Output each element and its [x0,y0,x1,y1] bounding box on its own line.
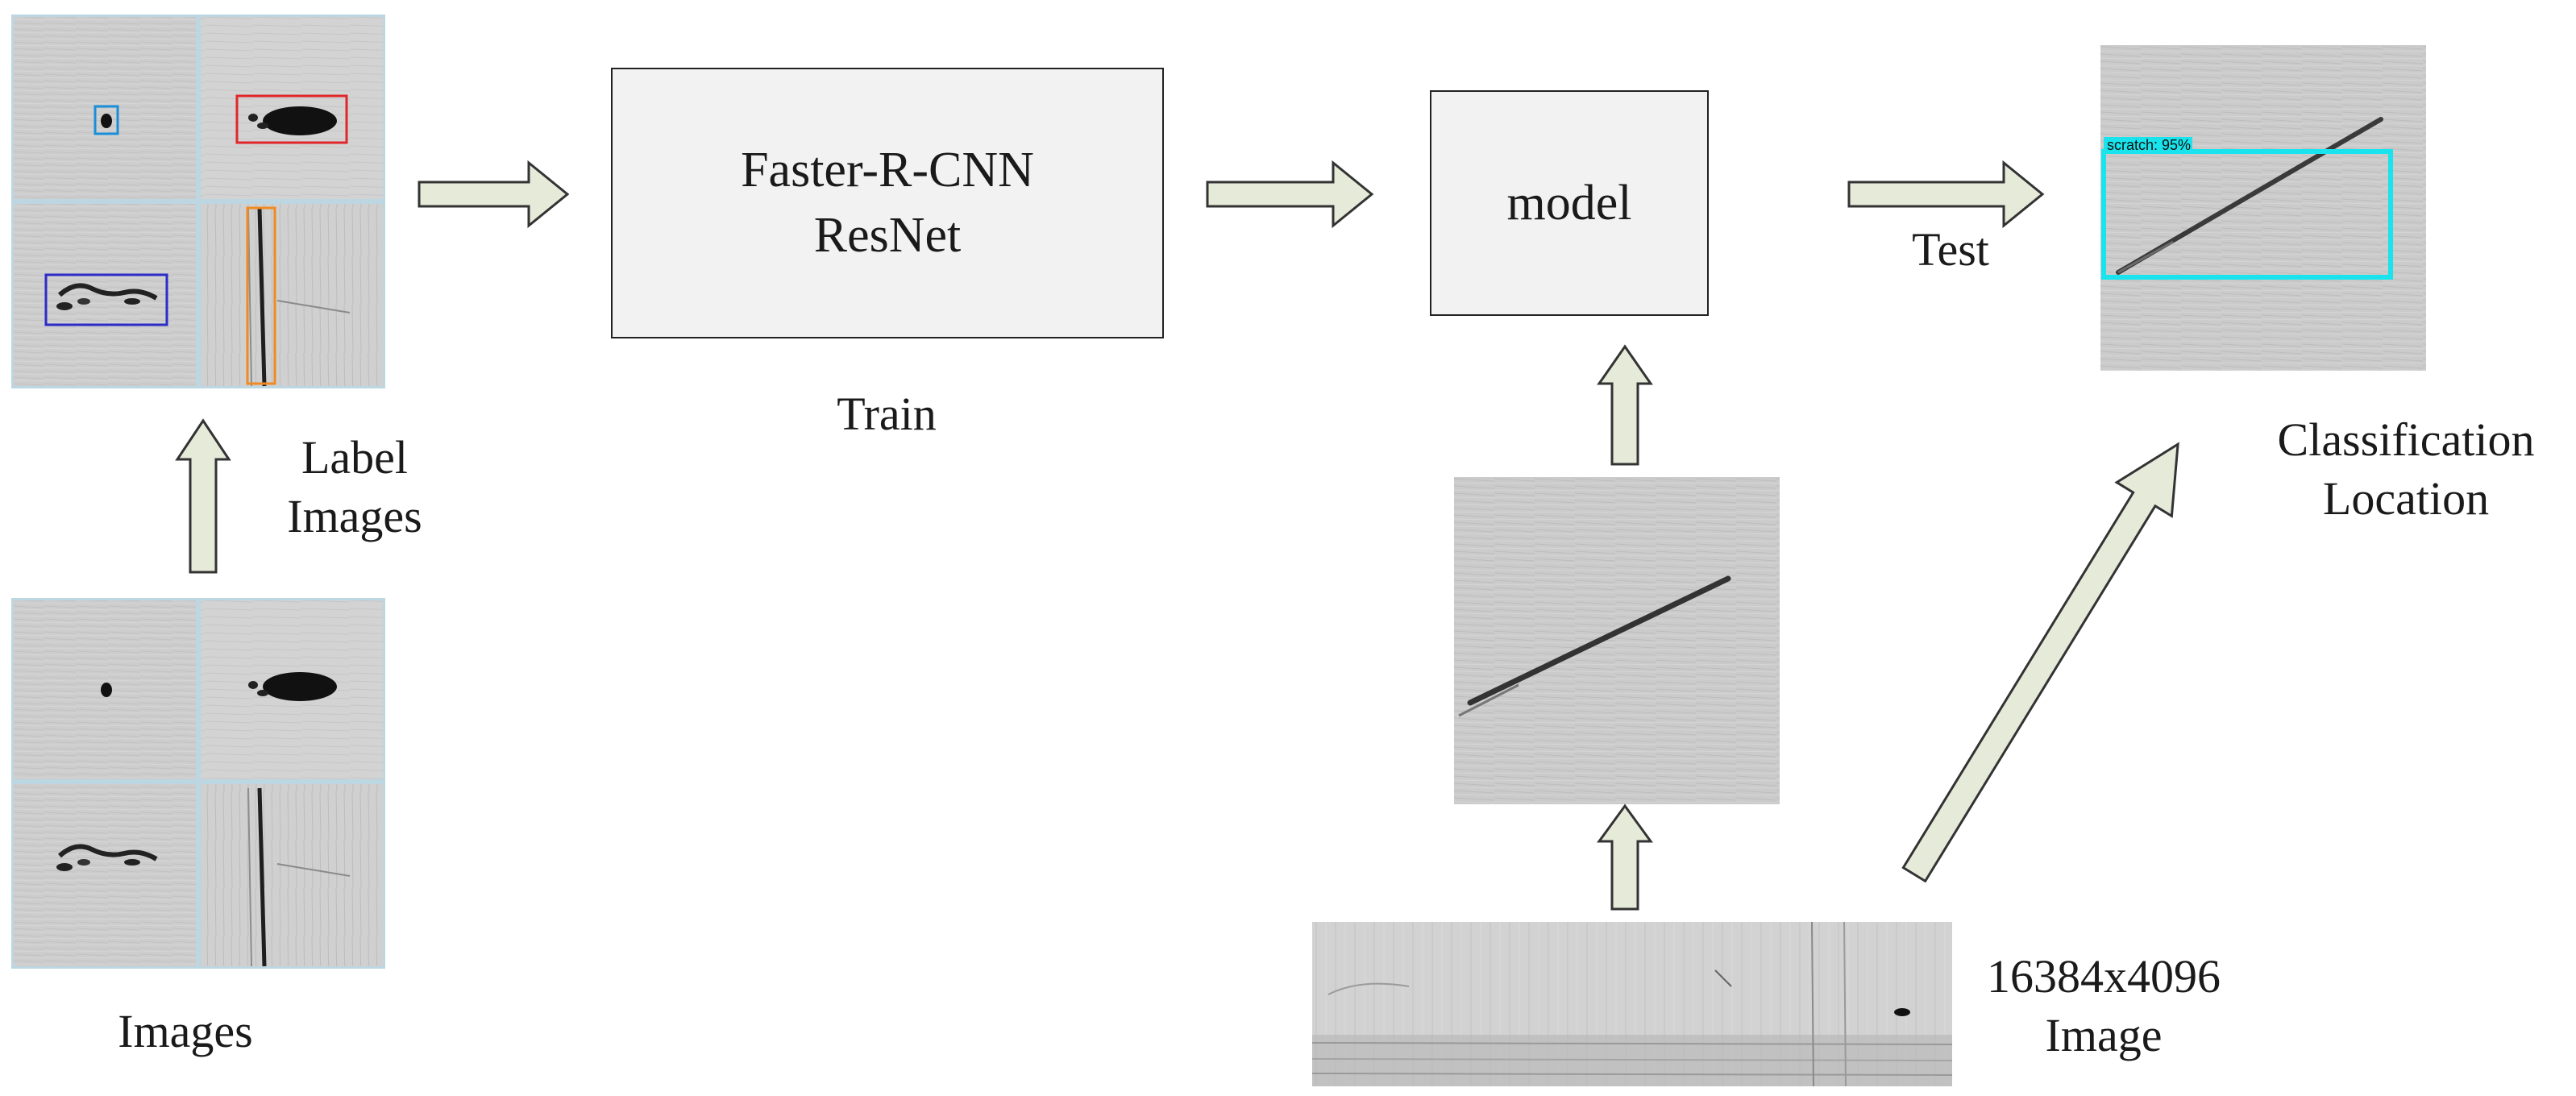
arrow-up-to-model [1597,344,1653,466]
label-images-text: Label Images [287,431,422,542]
test-text: Test [1912,223,1989,276]
model-box: model [1430,90,1709,316]
raw-tile-4 [201,784,383,967]
network-box-label: Faster-R-CNN ResNet [741,143,1034,263]
full-size-image [1312,922,1952,1086]
labeled-tile-4 [201,204,383,387]
arrow-right-to-network [418,160,570,229]
cropped-scratch-image [1454,477,1780,804]
arrow-right-to-result [1847,160,2045,229]
result-image: scratch: 95% [2100,45,2426,371]
labeled-tile-1 [14,17,196,199]
labeled-tile-2 [201,17,383,199]
images-text: Images [118,1005,253,1057]
detection-label: scratch: 95% [2107,137,2191,153]
train-text: Train [837,388,937,440]
raw-tile-3 [14,784,196,966]
arrow-up-to-crop [1597,803,1653,911]
raw-tile-2 [201,600,383,779]
classification-location-text: Classification Location [2277,413,2535,525]
raw-tile-1 [14,600,196,779]
raw-images-grid [11,598,385,969]
arrow-up-label [175,418,231,574]
model-box-label: model [1506,175,1632,230]
arrow-diagonal-to-result [1901,442,2179,883]
labeled-images-grid [11,15,385,388]
labeled-tile-3 [14,204,196,386]
full-size-image-text: 16384x4096 Image [1987,950,2221,1061]
arrow-right-to-model [1206,160,1374,229]
network-box: Faster-R-CNN ResNet [611,68,1164,338]
